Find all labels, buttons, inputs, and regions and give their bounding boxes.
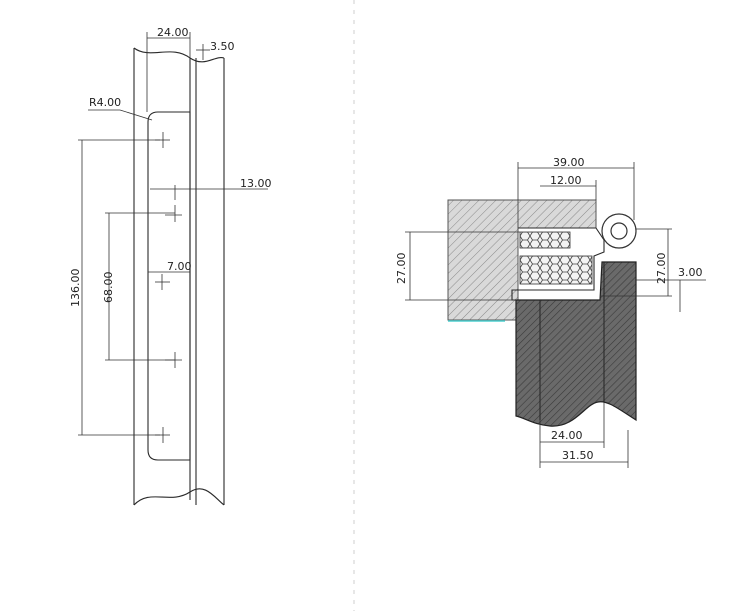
dim-label-24-right: 24.00 <box>551 429 583 442</box>
dim-height-left: 27.00 <box>395 231 520 301</box>
left-view: 24.00 3.50 R4.00 13.00 7.00 136.00 <box>69 26 272 506</box>
hole-markers <box>155 132 182 443</box>
dim-offset-top: 3.50 <box>196 40 235 60</box>
dim-gap: 3.00 <box>636 266 706 312</box>
hinge-pin-inner <box>610 222 628 240</box>
dim-width-inner: 12.00 <box>540 174 597 200</box>
dim-label-68: 68.00 <box>102 272 115 304</box>
dim-height-right: 27.00 <box>600 228 672 297</box>
dim-label-r4: R4.00 <box>89 96 121 109</box>
dim-width-outer: 39.00 <box>517 156 635 220</box>
frame-block <box>447 199 519 321</box>
dim-label-3-5: 3.50 <box>210 40 235 53</box>
dim-label-39: 39.00 <box>553 156 585 169</box>
dim-width-top: 24.00 <box>146 26 191 112</box>
dim-label-31-5: 31.50 <box>562 449 594 462</box>
right-view: 39.00 12.00 27.00 27.00 3.00 <box>395 156 706 468</box>
dim-label-12: 12.00 <box>550 174 582 187</box>
dim-hole-offset: 13.00 <box>150 177 272 200</box>
dim-radius: R4.00 <box>88 96 153 121</box>
hinge-leaf <box>511 227 605 301</box>
honeycomb-insert-bottom <box>519 255 593 285</box>
dim-label-136: 136.00 <box>69 269 82 308</box>
dim-label-27-left: 27.00 <box>395 253 408 285</box>
hinge-profile-outline <box>133 47 225 506</box>
dim-label-7: 7.00 <box>167 260 192 273</box>
door-leaf <box>515 261 637 427</box>
dim-label-24: 24.00 <box>157 26 189 39</box>
dim-base-inner: 24.00 <box>539 402 605 448</box>
dim-base-outer: 31.50 <box>539 430 629 468</box>
dim-label-3: 3.00 <box>678 266 703 279</box>
dim-height-outer: 136.00 <box>69 139 160 436</box>
frame-block-upper <box>517 199 597 229</box>
dim-label-27-right: 27.00 <box>655 253 668 285</box>
dim-label-13: 13.00 <box>240 177 272 190</box>
dim-small-offset: 7.00 <box>148 260 192 273</box>
honeycomb-insert-top <box>519 231 571 249</box>
dim-height-inner: 68.00 <box>102 212 175 361</box>
